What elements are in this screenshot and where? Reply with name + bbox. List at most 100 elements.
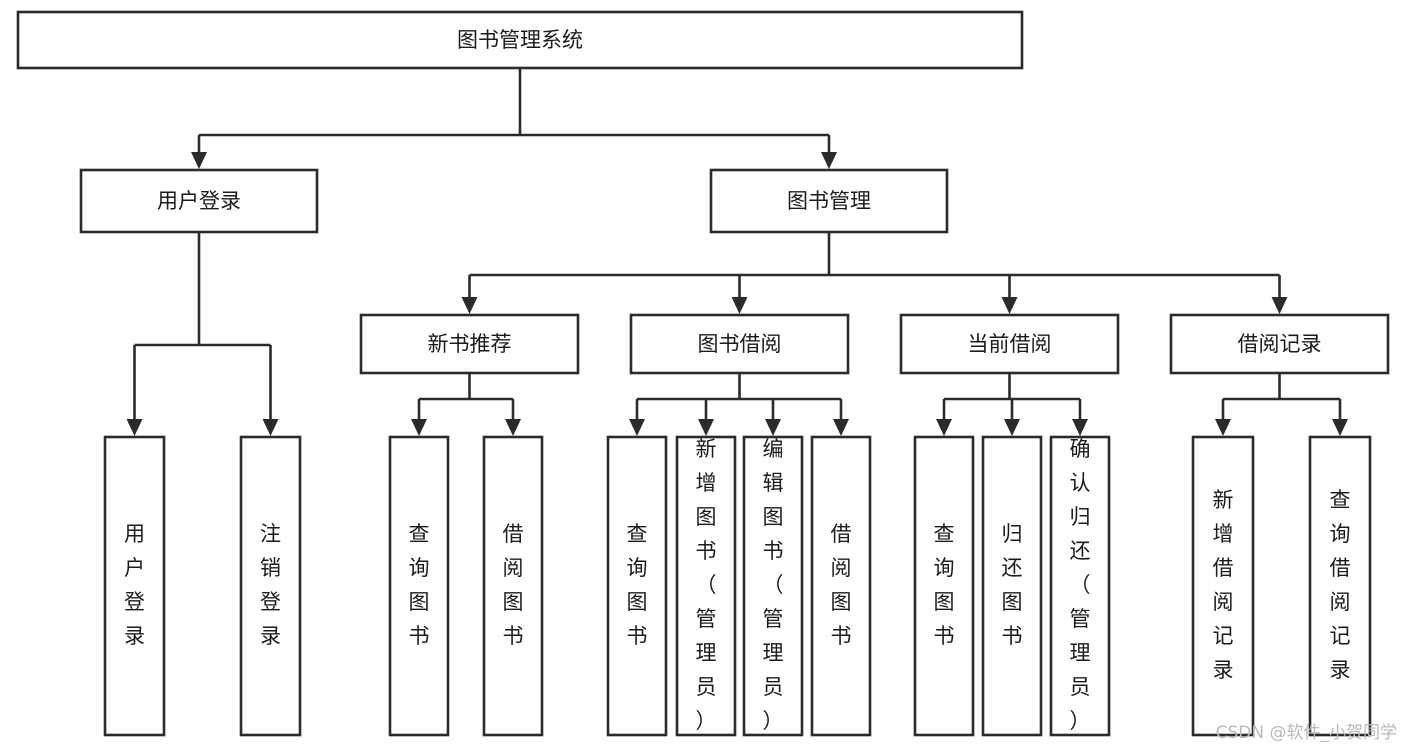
- svg-text:还: 还: [1002, 556, 1023, 580]
- svg-text:书: 书: [696, 539, 717, 563]
- node-borrow-record[interactable]: 借阅记录: [1169, 313, 1390, 375]
- node-leaf-return-book-box[interactable]: [981, 435, 1043, 737]
- node-leaf-query-book-1-box[interactable]: [388, 435, 450, 737]
- node-leaf-user-login-box[interactable]: [103, 435, 166, 737]
- svg-text:借: 借: [503, 522, 524, 546]
- svg-text:图: 图: [763, 505, 784, 529]
- svg-text:图: 图: [696, 505, 717, 529]
- svg-text:书: 书: [934, 624, 955, 648]
- svg-text:书: 书: [627, 624, 648, 648]
- node-leaf-add-record-box[interactable]: [1191, 435, 1255, 737]
- svg-text:查: 查: [934, 522, 955, 546]
- node-root-system[interactable]: 图书管理系统: [16, 10, 1024, 70]
- svg-text:增: 增: [696, 471, 717, 495]
- svg-text:户: 户: [124, 556, 145, 580]
- svg-text:管: 管: [763, 607, 784, 631]
- svg-text:阅: 阅: [1330, 590, 1351, 614]
- svg-text:书: 书: [503, 624, 524, 648]
- node-leaf-query-book-3-box[interactable]: [913, 435, 975, 737]
- svg-text:理: 理: [696, 641, 717, 665]
- svg-text:查: 查: [627, 522, 648, 546]
- node-boxes-layer: 图书管理系统用户登录图书管理新书推荐图书借阅当前借阅借阅记录用户登录注销登录查询…: [16, 10, 1390, 737]
- node-current-borrow[interactable]: 当前借阅: [899, 313, 1120, 375]
- node-leaf-edit-book-box[interactable]: [742, 435, 804, 737]
- node-leaf-query-record-box[interactable]: [1308, 435, 1372, 737]
- svg-text:录: 录: [1330, 658, 1351, 682]
- node-leaf-confirm-return-box[interactable]: [1049, 435, 1111, 737]
- svg-text:编: 编: [763, 437, 784, 461]
- svg-text:图: 图: [934, 590, 955, 614]
- svg-text:书: 书: [831, 624, 852, 648]
- node-leaf-borrow-book-2-box[interactable]: [810, 435, 872, 737]
- svg-text:新: 新: [1213, 488, 1234, 512]
- svg-text:员: 员: [1070, 675, 1091, 699]
- node-leaf-user-login-label: 用户登录: [124, 522, 145, 648]
- svg-text:询: 询: [1330, 522, 1351, 546]
- connector-lines-layer: [126, 68, 1348, 436]
- node-book-borrow-box[interactable]: [629, 313, 850, 375]
- svg-text:阅: 阅: [503, 556, 524, 580]
- svg-text:图: 图: [409, 590, 430, 614]
- svg-text:归: 归: [1002, 522, 1023, 546]
- svg-text:还: 还: [1070, 539, 1091, 563]
- node-leaf-query-book-2-box[interactable]: [606, 435, 668, 737]
- svg-text:登: 登: [260, 590, 281, 614]
- node-book-borrow-label: 图书借阅: [698, 332, 782, 356]
- svg-text:书: 书: [763, 539, 784, 563]
- svg-text:归: 归: [1070, 505, 1091, 529]
- node-leaf-borrow-book-1-box[interactable]: [482, 435, 544, 737]
- svg-text:录: 录: [1213, 658, 1234, 682]
- node-new-book-rec-box[interactable]: [359, 313, 580, 375]
- svg-text:询: 询: [627, 556, 648, 580]
- node-current-borrow-box[interactable]: [899, 313, 1120, 375]
- svg-text:员: 员: [763, 675, 784, 699]
- node-leaf-logout-box[interactable]: [239, 435, 302, 737]
- node-root-system-box[interactable]: [16, 10, 1024, 70]
- svg-text:理: 理: [1070, 641, 1091, 665]
- node-new-book-rec[interactable]: 新书推荐: [359, 313, 580, 375]
- node-book-manage-box[interactable]: [709, 168, 949, 234]
- node-borrow-record-box[interactable]: [1169, 313, 1390, 375]
- node-book-manage[interactable]: 图书管理: [709, 168, 949, 234]
- node-book-borrow[interactable]: 图书借阅: [629, 313, 850, 375]
- svg-text:（: （: [696, 573, 717, 597]
- svg-text:理: 理: [763, 641, 784, 665]
- svg-text:图: 图: [1002, 590, 1023, 614]
- node-leaf-add-book-box[interactable]: [675, 435, 737, 737]
- node-root-system-label: 图书管理系统: [457, 28, 583, 52]
- node-user-login[interactable]: 用户登录: [79, 168, 319, 234]
- svg-text:书: 书: [1002, 624, 1023, 648]
- svg-text:书: 书: [409, 624, 430, 648]
- svg-text:借: 借: [1330, 556, 1351, 580]
- svg-text:用: 用: [124, 522, 145, 546]
- svg-text:）: ）: [763, 709, 784, 733]
- svg-text:确: 确: [1070, 437, 1091, 461]
- svg-text:阅: 阅: [831, 556, 852, 580]
- node-leaf-user-login[interactable]: 用户登录: [103, 435, 166, 737]
- node-user-login-box[interactable]: [79, 168, 319, 234]
- svg-text:阅: 阅: [1213, 590, 1234, 614]
- svg-text:管: 管: [1070, 607, 1091, 631]
- svg-text:（: （: [1070, 573, 1091, 597]
- node-borrow-record-label: 借阅记录: [1238, 332, 1322, 356]
